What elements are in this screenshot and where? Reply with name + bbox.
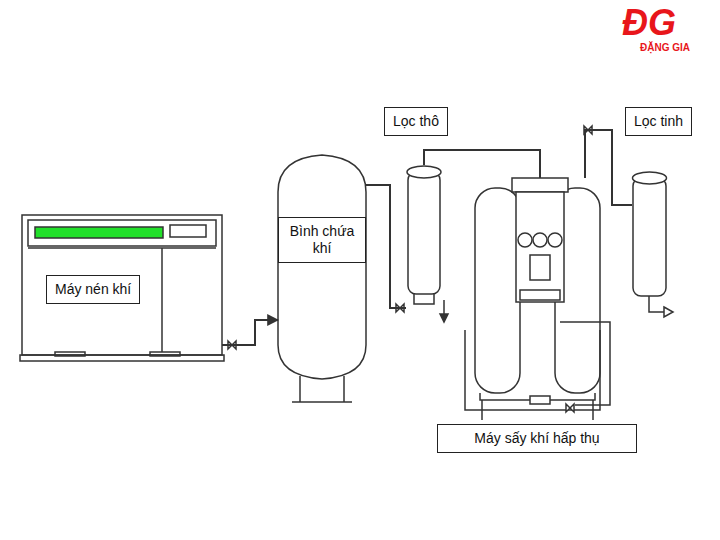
air-pipe (222, 320, 278, 345)
fine-filter: Lọc tinh (632, 170, 668, 298)
air-compressor: Máy nén khí (22, 215, 222, 355)
air-pipe (366, 185, 406, 308)
equipment-label: Máy sấy khí hấp thụ (437, 424, 637, 453)
logo-text: ĐẶNG GIA (640, 42, 690, 53)
air-pipe (424, 150, 540, 178)
equipment-label: Máy nén khí (46, 275, 140, 304)
equipment-label: Lọc thô (384, 107, 448, 136)
air-tank: Bình chứa khí (278, 155, 366, 400)
logo-mark: ĐG (622, 2, 676, 44)
coarse-filter: Lọc thô (406, 165, 442, 300)
equipment-label: Bình chứa khí (278, 217, 366, 263)
equipment-label: Lọc tinh (625, 107, 692, 136)
adsorption-dryer: Máy sấy khí hấp thụ (475, 178, 600, 400)
air-pipe (585, 130, 632, 205)
